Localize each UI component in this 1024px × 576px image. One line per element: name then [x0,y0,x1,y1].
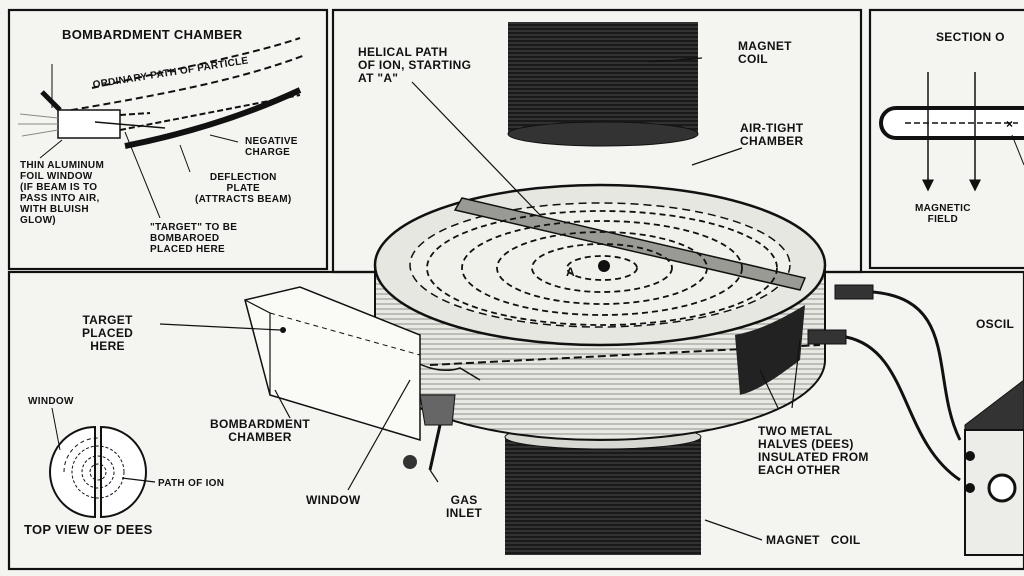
gas-inlet-valve [403,394,456,471]
negative-charge-line: CHARGE [245,147,291,158]
leader-lines [121,57,801,541]
foil-window-line: (IF BEAM IS TO [20,182,98,193]
air-tight-label: AIR-TIGHT CHAMBER [740,122,803,148]
magnetic-field-label: MAGNETIC FIELD [915,203,971,225]
window-bottom-label: WINDOW [306,493,361,507]
oscil-label: OSCIL [976,317,1015,331]
magnet-coil-top-label: MAGNET COIL [738,40,792,66]
magnet-coil-top [507,22,699,147]
foil-window-label: THIN ALUMINUM FOIL WINDOW (IF BEAM IS TO… [20,160,104,226]
gas-inlet-line: GAS [450,493,478,507]
magnet-coil-bottom [504,424,702,555]
air-tight-chamber [373,183,827,441]
inset-bombardment-drawing [18,37,306,219]
magnetic-field-line: FIELD [927,214,959,225]
magnet-coil-bottom-label: MAGNET COIL [766,533,861,547]
target-placed-label: TARGET PLACED HERE [82,314,133,353]
target-placed-line: TARGET [82,313,133,327]
foil-window-line: FOIL WINDOW [20,171,93,182]
target-note-line: BOMBAROED [150,233,220,244]
target-note-label: "TARGET" TO BE BOMBAROED PLACED HERE [150,222,237,255]
two-metal-line: HALVES (DEES) [758,437,854,451]
window-left-label: WINDOW [28,396,74,407]
inset-section-drawing: × [879,72,1024,192]
magnet-coil-top-line: COIL [738,52,768,66]
helical-path-line: AT "A" [358,71,399,85]
deflection-plate-line: PLATE [226,183,261,194]
foil-window-line: THIN ALUMINUM [20,160,105,171]
two-metal-line: TWO METAL [758,424,833,438]
target-placed-line: PLACED [82,326,134,340]
oscillator-box [964,379,1024,556]
deflection-plate-line: DEFLECTION [209,172,277,183]
inset-bombardment-frame [7,8,329,271]
two-metal-label: TWO METAL HALVES (DEES) INSULATED FROM E… [758,425,869,477]
negative-charge-line: NEGATIVE [245,136,298,147]
foil-window-line: GLOW) [20,215,56,226]
target-placed-line: HERE [90,339,125,353]
svg-text:×: × [1006,117,1013,131]
point-a-label: A [566,265,575,279]
oscillator-cables [807,284,962,482]
two-metal-line: EACH OTHER [758,463,841,477]
bombardment-chamber-line: CHAMBER [228,430,292,444]
magnetic-field-line: MAGNETIC [915,203,971,214]
helical-path-line: HELICAL PATH [358,45,448,59]
magnet-coil-top-line: MAGNET [738,39,792,53]
foil-window-line: WITH BLUISH [20,204,89,215]
inset-bombardment-title: BOMBARDMENT CHAMBER [62,27,243,42]
bombardment-box [244,286,421,442]
target-note-line: PLACED HERE [150,244,225,255]
negative-charge-label: NEGATIVE CHARGE [245,136,298,158]
helical-path-line: OF ION, STARTING [358,58,472,72]
top-view-label: TOP VIEW OF DEES [24,522,153,537]
foil-window-line: PASS INTO AIR, [20,193,100,204]
top-view-dees [49,407,147,519]
gas-inlet-label: GAS INLET [446,494,482,520]
target-note-line: "TARGET" TO BE [150,222,238,233]
gas-inlet-line: INLET [446,506,483,520]
deflection-plate-line: (ATTRACTS BEAM) [195,194,292,205]
path-of-ion-label: PATH OF ION [158,478,225,489]
air-tight-line: AIR-TIGHT [740,121,804,135]
inset-section-frame [868,8,1024,270]
section-title: SECTION O [936,30,1005,44]
bombardment-chamber-line: BOMBARDMENT [210,417,310,431]
deflection-plate-label: DEFLECTION PLATE (ATTRACTS BEAM) [195,172,292,205]
two-metal-line: INSULATED FROM [758,450,869,464]
bombardment-chamber-label: BOMBARDMENT CHAMBER [210,418,310,444]
helical-path-label: HELICAL PATH OF ION, STARTING AT "A" [358,46,471,85]
air-tight-line: CHAMBER [740,134,804,148]
